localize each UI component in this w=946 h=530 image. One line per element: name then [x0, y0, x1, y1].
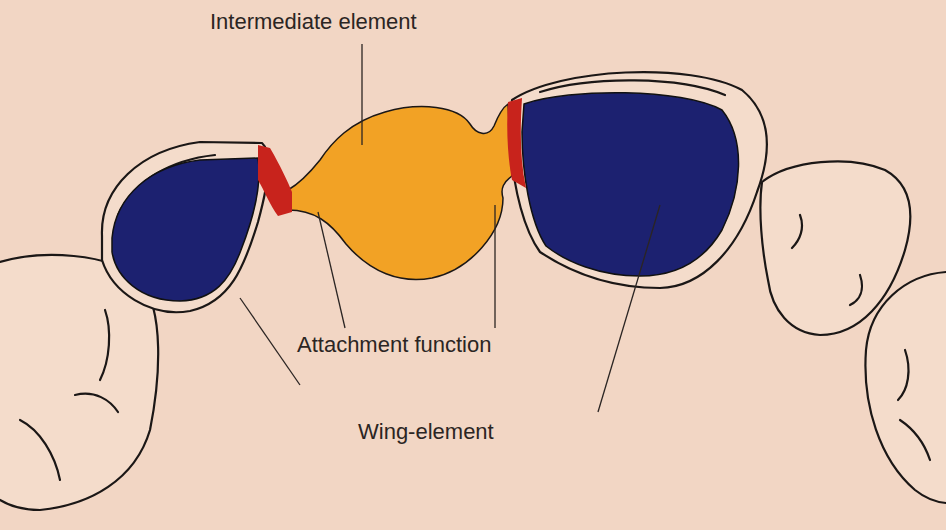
tooth-detail: [792, 215, 862, 305]
leader-line: [598, 205, 660, 412]
tooth-detail: [898, 350, 930, 460]
abutment-tooth: [102, 142, 268, 312]
part-label: Wing-element: [358, 420, 494, 444]
tooth-detail: [20, 310, 118, 480]
abutment-tooth: [511, 72, 767, 288]
part-label: Attachment function: [297, 333, 491, 357]
canine-tooth: [865, 272, 946, 503]
leader-line: [240, 298, 300, 385]
wing-element-shape: [522, 93, 739, 276]
leader-line: [361, 44, 362, 145]
intermediate-element-shape: [288, 104, 512, 280]
leader-line: [494, 205, 495, 328]
part-label: Intermediate element: [210, 10, 417, 34]
wing-element-shape: [112, 158, 259, 301]
attachment-zone: [507, 98, 526, 188]
leader-line: [318, 212, 345, 328]
attachment-zone: [258, 145, 292, 216]
